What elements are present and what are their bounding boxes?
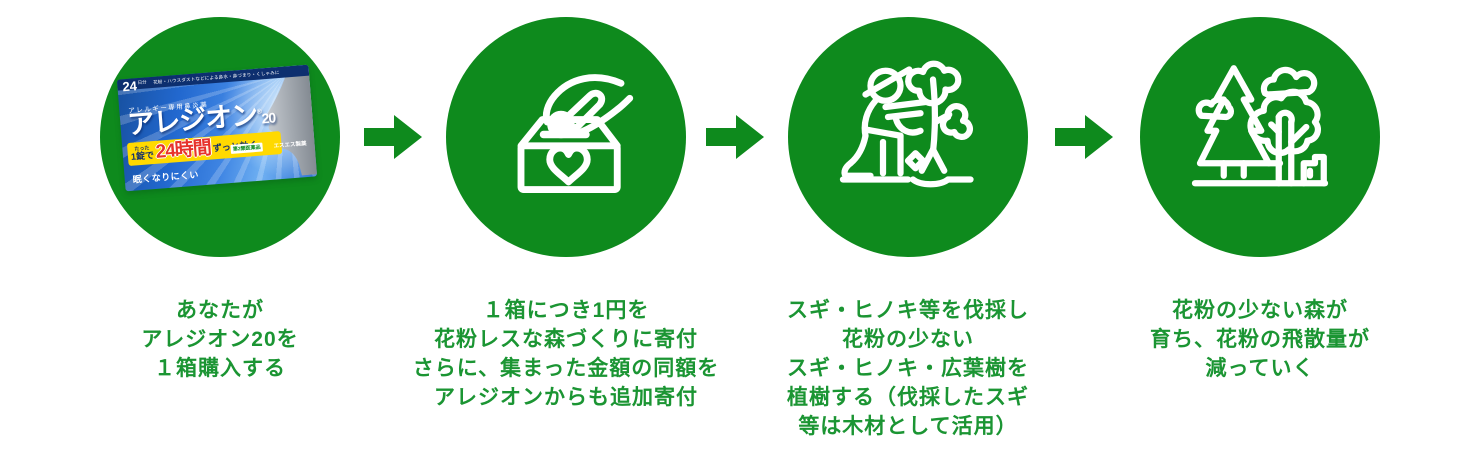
medicine-package: 花粉・ハウスダストなどによる鼻水・鼻づまり・くしゃみに 24 日分 アレルギー専… — [116, 64, 318, 192]
flow-arrow-icon — [364, 115, 422, 159]
tree-planting-icon — [833, 57, 983, 207]
step-circle-forest — [1140, 17, 1380, 257]
step-circle-donation — [446, 17, 686, 257]
step-circle-purchase: 花粉・ハウスダストなどによる鼻水・鼻づまり・くしゃみに 24 日分 アレルギー専… — [100, 17, 340, 257]
package-days-badge: 24 日分 — [121, 78, 147, 95]
step-caption-forest: 花粉の少ない森が 育ち、花粉の飛散量が 減っていく — [1150, 299, 1370, 380]
step-caption-donation: １箱につき1円を 花粉レスな森づくりに寄付 さらに、集まった金額の同額を アレジ… — [412, 299, 720, 409]
donation-box-icon — [491, 57, 641, 207]
flow-arrow-icon — [1055, 115, 1113, 159]
step-circle-planting — [788, 17, 1028, 257]
forest-icon — [1185, 57, 1335, 207]
face-profile-image — [247, 70, 318, 179]
flow-arrow-icon — [706, 115, 764, 159]
step-caption-purchase: あなたが アレジオン20を １箱購入する — [141, 299, 299, 380]
step-caption-planting: スギ・ヒノキ等を伐採し 花粉の少ない スギ・ヒノキ・広葉樹を 植樹する（伐採した… — [787, 299, 1029, 438]
